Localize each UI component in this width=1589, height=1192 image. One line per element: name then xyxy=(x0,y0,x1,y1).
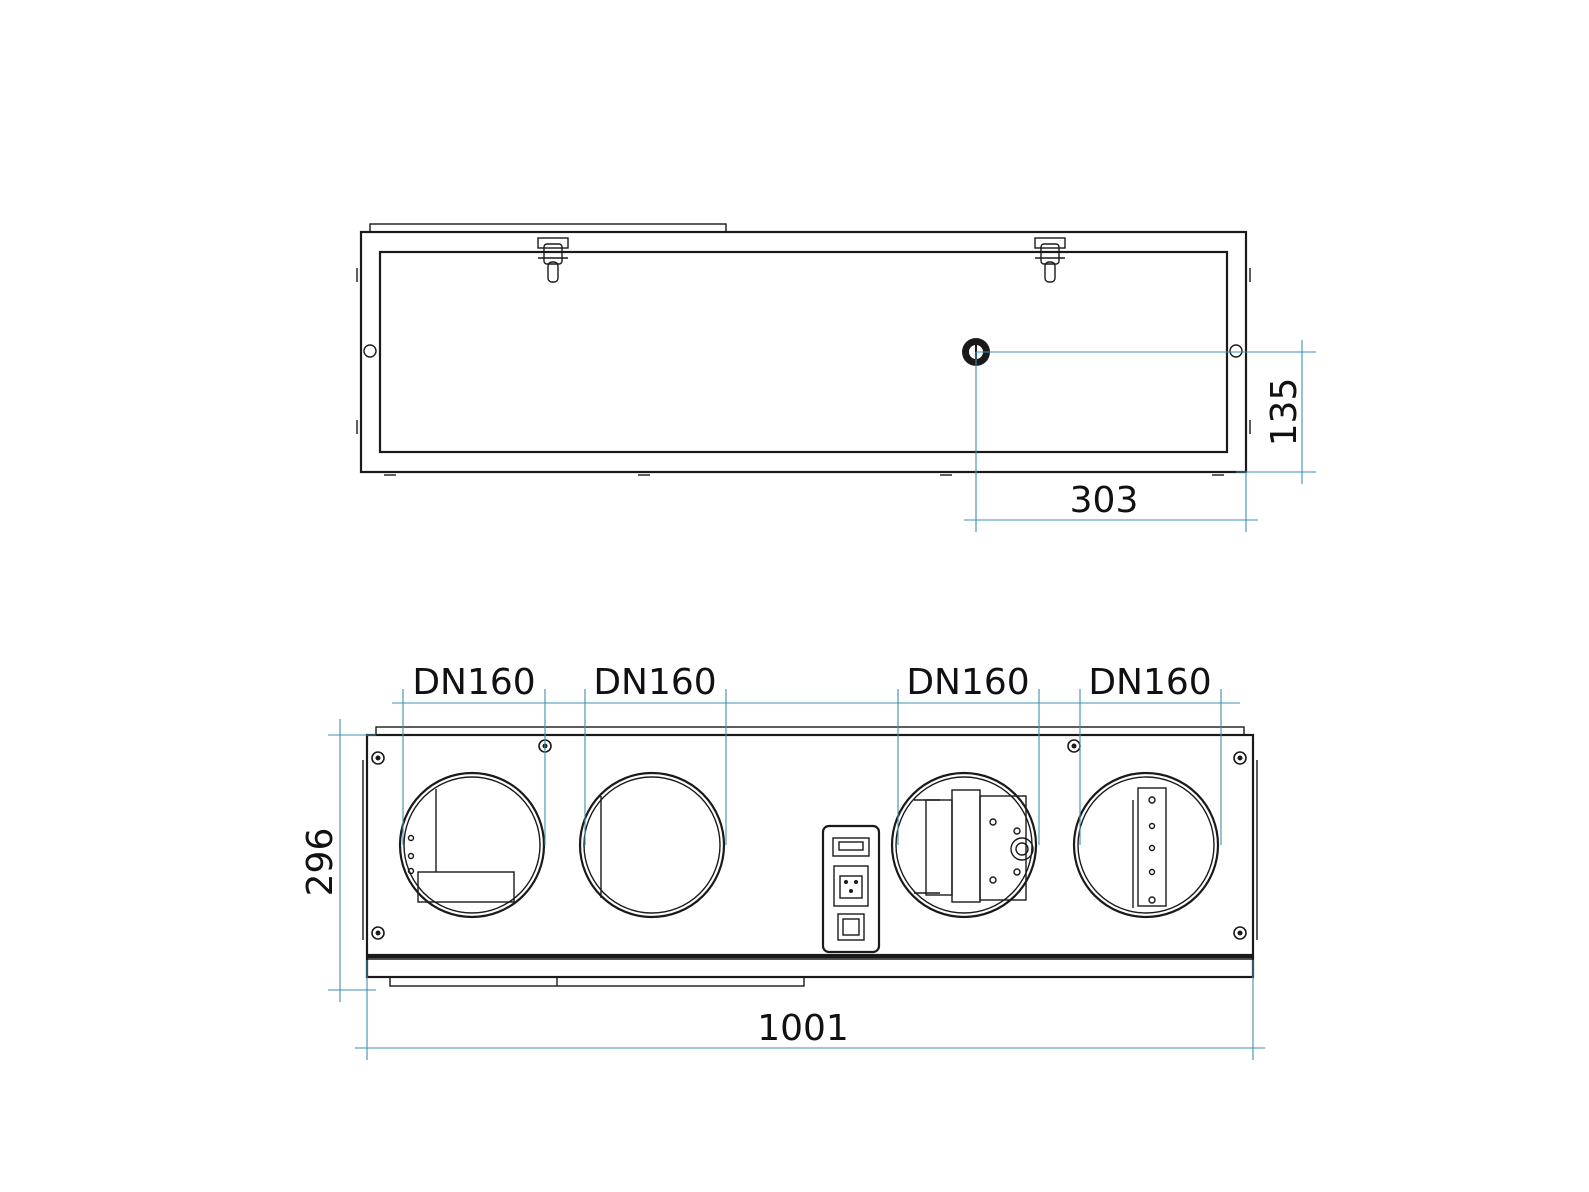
dim-296-label: 296 xyxy=(300,828,341,897)
front-view-bottom-tray xyxy=(389,976,805,987)
dim-135: 135 xyxy=(976,340,1316,484)
control-panel xyxy=(821,824,881,954)
dim-1001: 1001 xyxy=(355,960,1265,1060)
duct-opening-1 xyxy=(398,771,546,919)
dn160-label-3: DN160 xyxy=(906,662,1029,703)
top-view: 135 303 xyxy=(356,223,1316,532)
dn160-label-4: DN160 xyxy=(1088,662,1211,703)
screw-bottom-left xyxy=(371,926,385,940)
dim-303: 303 xyxy=(964,352,1258,532)
latch-left xyxy=(537,237,569,283)
duct-opening-4 xyxy=(1072,771,1220,919)
dim-dn160-3: DN160 xyxy=(897,662,1040,845)
top-view-left-hole xyxy=(363,344,377,358)
dim-296: 296 xyxy=(300,719,376,1002)
screw-top-right xyxy=(1233,751,1247,765)
screw-top-left xyxy=(371,751,385,765)
latch-right xyxy=(1034,237,1066,283)
dim-135-label: 135 xyxy=(1264,378,1305,447)
screw-bottom-right xyxy=(1233,926,1247,940)
front-view-base xyxy=(365,955,1255,979)
dim-dn160-1: DN160 xyxy=(402,662,546,845)
dim-dn160-2: DN160 xyxy=(584,662,727,845)
front-view-panel xyxy=(365,733,1255,957)
dim-303-label: 303 xyxy=(1070,480,1139,521)
dn160-label-2: DN160 xyxy=(593,662,716,703)
screw-top-mid-right xyxy=(1067,739,1081,753)
front-view: DN160 DN160 DN160 DN160 296 xyxy=(300,662,1265,1060)
dim-1001-label: 1001 xyxy=(757,1008,849,1049)
display-switch xyxy=(832,837,870,857)
front-view-top-rail xyxy=(375,726,1245,736)
duct-opening-2 xyxy=(578,771,726,919)
power-socket xyxy=(833,865,869,907)
dn160-label-1: DN160 xyxy=(412,662,535,703)
top-view-upper-plate xyxy=(369,223,727,233)
top-view-right-hole xyxy=(1229,344,1243,358)
duct-opening-3 xyxy=(890,771,1038,919)
dim-dn160-4: DN160 xyxy=(1079,662,1222,845)
fuse-holder xyxy=(837,913,865,941)
